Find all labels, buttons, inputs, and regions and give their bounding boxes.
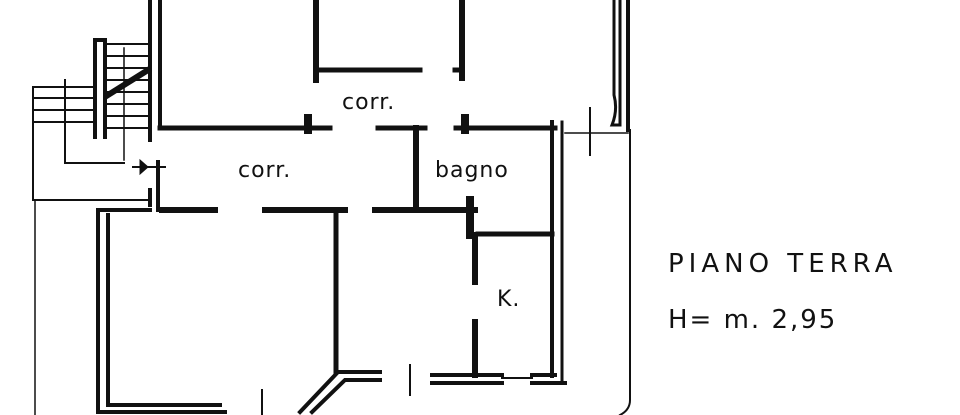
room-label-corr-upper: corr. [342, 90, 396, 115]
walls [32, 0, 631, 415]
room-label-bagno: bagno [435, 158, 509, 183]
room-label-corr-lower: corr. [238, 158, 292, 183]
ceiling-height: H= m. 2,95 [668, 305, 838, 335]
floor-title: PIANO TERRA [668, 249, 898, 279]
room-label-kitchen: K. [497, 287, 521, 312]
title-block: PIANO TERRA H= m. 2,95 [668, 236, 897, 348]
